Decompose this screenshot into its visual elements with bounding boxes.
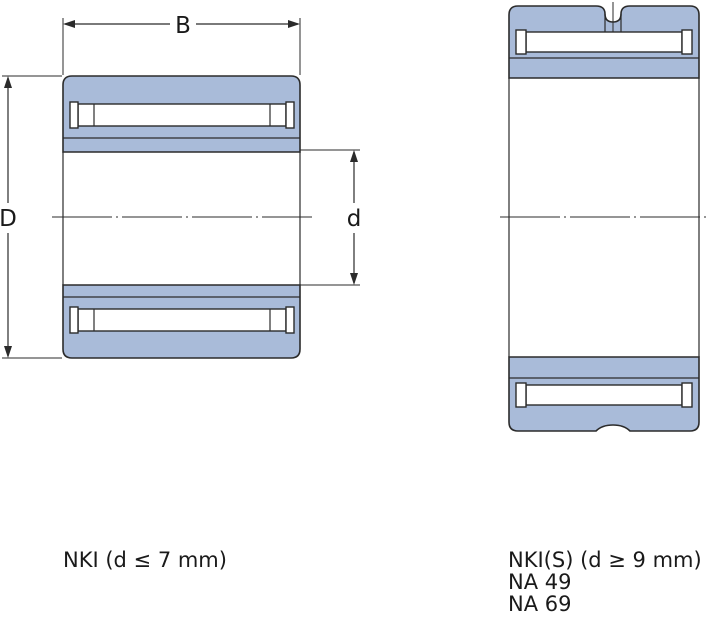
right-top-roller [525,31,683,53]
right-bottom-roller-cage-left [515,382,527,408]
right-bottom-roller-cage-right [681,382,693,408]
dimension-d-bore-label: d [347,206,362,232]
right-bottom-roller [525,384,683,406]
right-bearing-section [500,2,708,432]
left-bearing-section: B D d [0,8,365,359]
top-roller-cage-right [285,101,295,129]
right-top-roller-cage-left [515,29,527,55]
dimension-d-bore: d [300,149,365,286]
caption-left-line: NKI (d ≤ 7 mm) [63,548,227,572]
dimension-d-outer-label: D [0,206,17,232]
bottom-roller-cage-right [285,306,295,334]
bottom-roller-cage-left [69,306,79,334]
caption-right-line-3: NA 69 [508,592,572,616]
top-roller [77,103,287,127]
right-top-roller-cage-right [681,29,693,55]
caption-right-line-1: NKI(S) (d ≥ 9 mm) [508,548,702,572]
dimension-b: B [62,8,301,75]
caption-nki-large: NKI(S) (d ≥ 9 mm) NA 49 NA 69 [508,549,702,615]
caption-right-line-2: NA 49 [508,570,572,594]
bottom-roller [77,308,287,332]
dimension-d-outer: D [0,75,62,359]
top-roller-cage-left [69,101,79,129]
dimension-b-label: B [175,13,191,39]
caption-nki-small: NKI (d ≤ 7 mm) [63,549,227,571]
